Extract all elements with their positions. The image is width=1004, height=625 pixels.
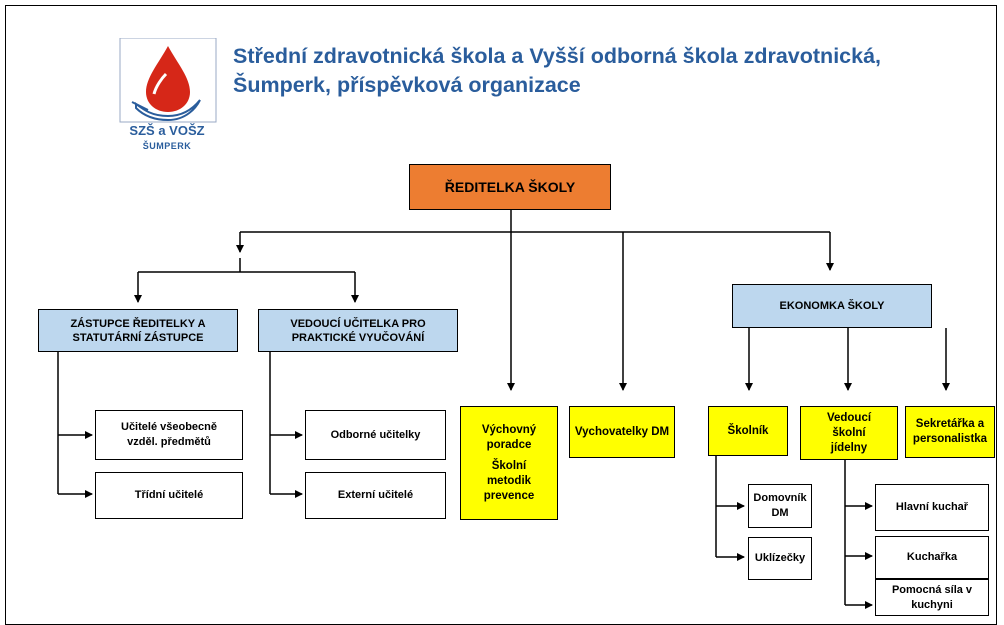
node-zastupce-reditelky: ZÁSTUPCE ŘEDITELKY A STATUTÁRNÍ ZÁSTUPCE [38, 309, 238, 352]
node-domovnik-dm: Domovník DM [748, 484, 812, 528]
node-pomocna-sila: Pomocná síla v kuchyni [875, 579, 989, 616]
node-vychovny-poradce-metodik: Výchovný poradce Školní metodik prevence [460, 406, 558, 520]
node-vedouci-skolni-jidelny: Vedoucí školní jídelny [800, 406, 898, 460]
node-hlavni-kuchar: Hlavní kuchař [875, 484, 989, 531]
logo-text: SZŠ a VOŠZ [129, 123, 205, 138]
node-skolnik: Školník [708, 406, 788, 456]
hand-icon [135, 99, 201, 122]
logo-subtext: ŠUMPERK [142, 141, 192, 151]
node-ekonomka-skoly: EKONOMKA ŠKOLY [732, 284, 932, 328]
vychovny-poradce-label: Výchovný poradce [481, 423, 537, 451]
node-uklizecky: Uklízečky [748, 537, 812, 580]
title-line-1: Střední zdravotnická škola a Vyšší odbor… [233, 44, 882, 68]
page-title: Střední zdravotnická škola a Vyšší odbor… [233, 42, 973, 100]
title-line-2: Šumperk, příspěvková organizace [233, 73, 581, 97]
node-kucharka: Kuchařka [875, 536, 989, 579]
school-logo [119, 38, 217, 123]
node-reditelka-skoly: ŘEDITELKA ŠKOLY [409, 164, 611, 210]
node-tridni-ucitele: Třídní učitelé [95, 472, 243, 519]
node-odborne-ucitelky: Odborné učitelky [305, 410, 446, 460]
blood-drop-icon [146, 46, 190, 112]
node-externi-ucitele: Externí učitelé [305, 472, 446, 519]
skolni-metodik-label: Školní metodik prevence [483, 459, 535, 502]
node-vychovatelky-dm: Vychovatelky DM [569, 406, 675, 458]
node-vedouci-ucitelka: VEDOUCÍ UČITELKA PRO PRAKTICKÉ VYUČOVÁNÍ [258, 309, 458, 352]
node-ucitele-vseobecne: Učitelé všeobecně vzděl. předmětů [95, 410, 243, 460]
node-sekretarka-personalistka: Sekretářka a personalistka [905, 406, 995, 458]
